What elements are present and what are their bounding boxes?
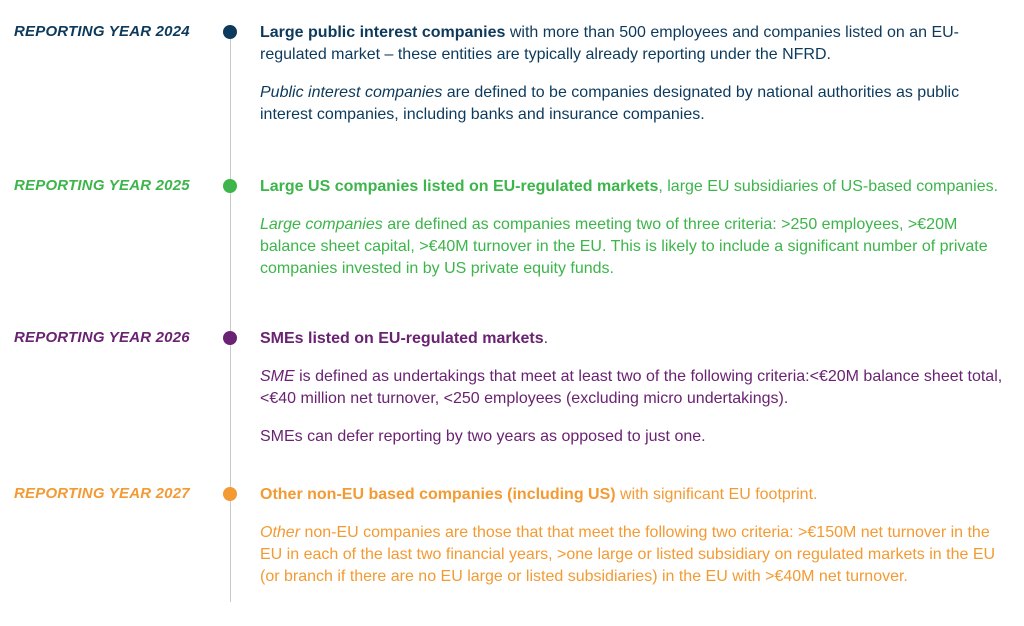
entry-content-2024: Large public interest companies with mor… [260,22,1005,142]
definition-text: non-EU companies are those that that mee… [260,524,996,585]
lead-bold-text: Other non-EU based companies (including … [260,486,616,503]
entry-content-2025: Large US companies listed on EU-regulate… [260,176,1005,296]
lead-bold-text: Large public interest companies [260,24,506,41]
definition-text: are defined to be companies designated b… [260,84,960,123]
timeline-dot-2027 [223,487,237,501]
lead-paragraph: Other non-EU based companies (including … [260,484,1005,506]
definition-paragraph: Large companies are defined as companies… [260,214,1005,280]
lead-paragraph: Large public interest companies with mor… [260,22,1005,66]
entry-content-2027: Other non-EU based companies (including … [260,484,1005,604]
lead-rest-text: with significant EU footprint. [615,486,818,503]
lead-rest-text: . [543,330,549,347]
definition-term: Other [260,524,301,541]
lead-bold-text: Large US companies listed on EU-regulate… [260,178,659,195]
lead-rest-text: , large EU subsidiaries of US-based comp… [658,178,999,195]
year-label-2027: REPORTING YEAR 2027 [14,485,190,502]
definition-term: Public interest companies [260,84,443,101]
definition-text: is defined as undertakings that meet at … [260,368,1003,407]
lead-paragraph: Large US companies listed on EU-regulate… [260,176,1005,198]
definition-paragraph: Public interest companies are defined to… [260,82,1005,126]
entry-content-2026: SMEs listed on EU-regulated markets. SME… [260,328,1005,464]
definition-term: Large companies [260,216,383,233]
year-label-2024: REPORTING YEAR 2024 [14,23,190,40]
lead-bold-text: SMEs listed on EU-regulated markets [260,330,544,347]
definition-text: are defined as companies meeting two of … [260,216,988,277]
lead-rest-text: with more than 500 employees and compani… [260,24,959,63]
timeline-line [230,32,231,602]
extra-paragraph: SMEs can defer reporting by two years as… [260,428,706,445]
definition-term: SME [260,368,295,385]
timeline-dot-2024 [223,25,237,39]
timeline-dot-2026 [223,331,237,345]
lead-paragraph: SMEs listed on EU-regulated markets. [260,328,1005,350]
definition-paragraph: SME is defined as undertakings that meet… [260,366,1005,410]
year-label-2026: REPORTING YEAR 2026 [14,329,190,346]
year-label-2025: REPORTING YEAR 2025 [14,177,190,194]
definition-paragraph: Other non-EU companies are those that th… [260,522,1005,588]
timeline-dot-2025 [223,179,237,193]
